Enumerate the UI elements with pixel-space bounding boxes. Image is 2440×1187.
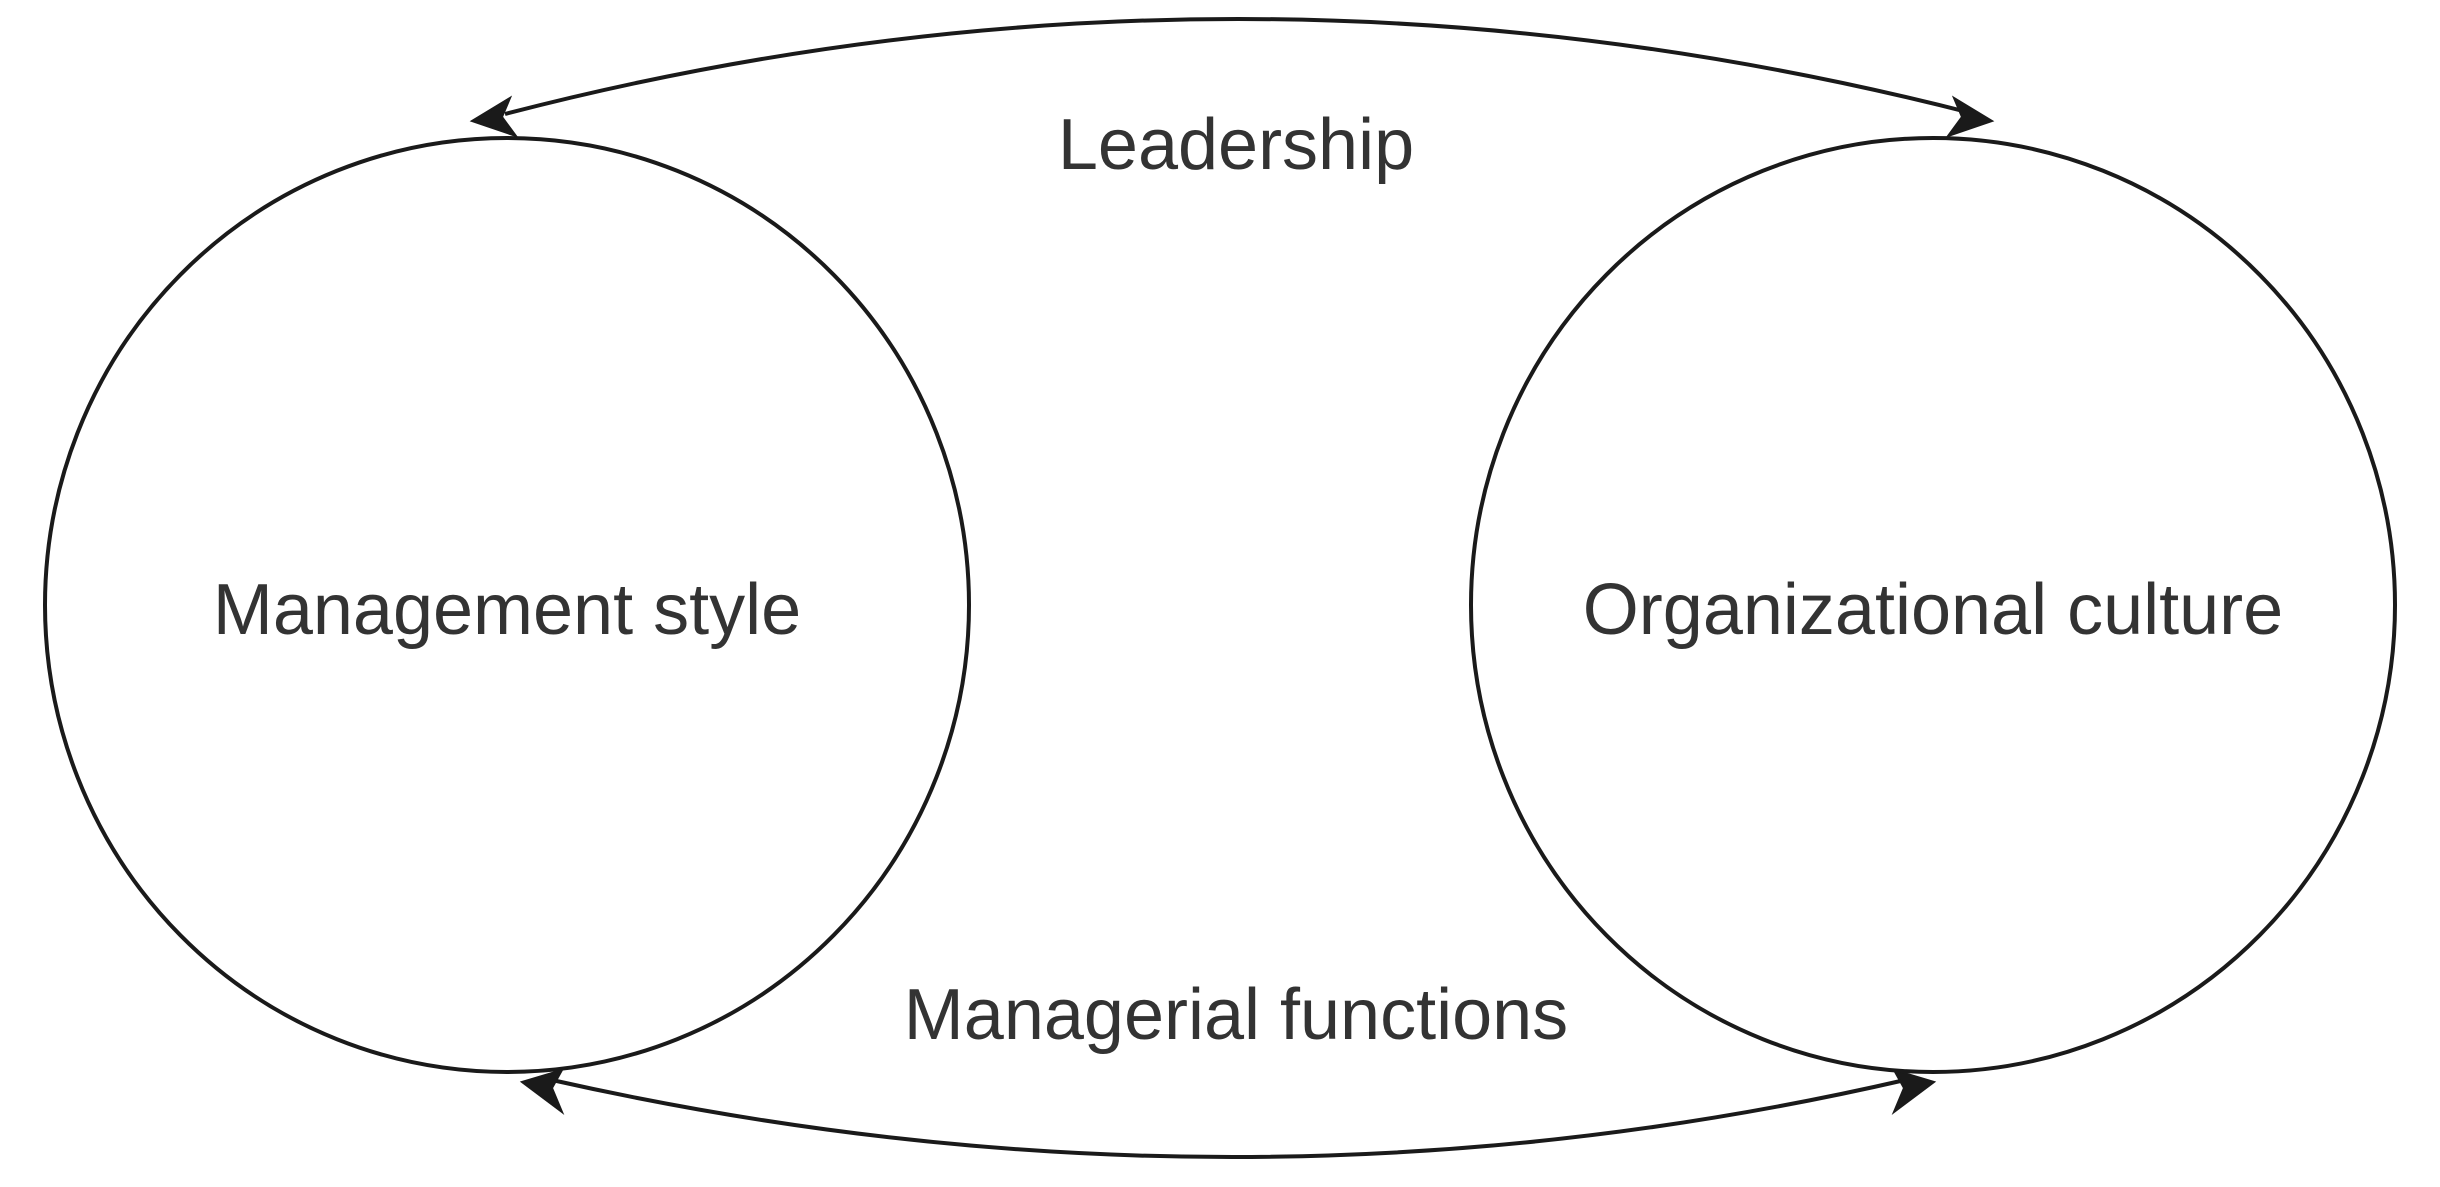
arrowhead-managerial-left <box>519 1068 565 1115</box>
node-organizational-culture: Organizational culture <box>1469 136 2397 1074</box>
node-management-style-circle <box>43 136 971 1074</box>
node-management-style-label: Management style <box>213 570 801 650</box>
edge-leadership <box>469 17 1995 138</box>
edge-managerial-functions-label: Managerial functions <box>904 975 1568 1055</box>
node-management-style: Management style <box>43 136 971 1074</box>
node-organizational-culture-circle <box>1469 136 2397 1074</box>
edge-leadership-label: Leadership <box>1058 105 1414 185</box>
edge-managerial-functions <box>519 1068 1937 1159</box>
arrowhead-leadership-right <box>1945 95 1995 138</box>
edge-leadership-line <box>504 17 1976 116</box>
arrowhead-managerial-right <box>1891 1068 1937 1115</box>
node-organizational-culture-label: Organizational culture <box>1583 570 2283 650</box>
arrowhead-leadership-left <box>469 95 519 138</box>
edge-managerial-functions-line <box>551 1078 1906 1159</box>
